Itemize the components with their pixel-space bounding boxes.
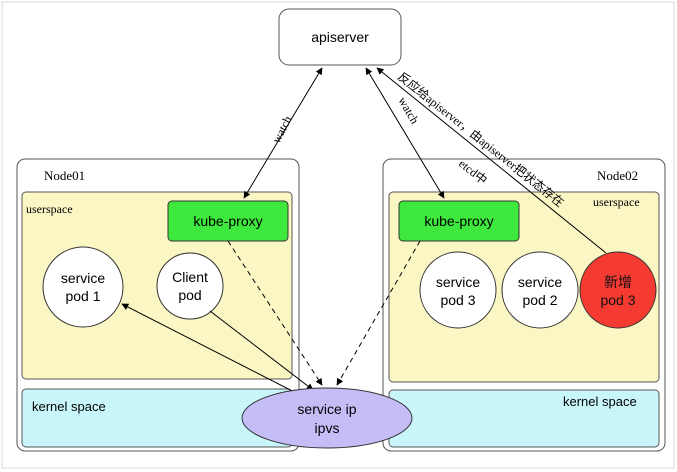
node01-userspace-label: userspace — [26, 202, 73, 216]
service-pod-3-line1: service — [436, 274, 481, 290]
apiserver-label: apiserver — [311, 29, 369, 45]
node01-proxy-to-ipvs — [227, 240, 323, 386]
node02-kube-proxy-label: kube-proxy — [424, 213, 493, 229]
client-pod — [156, 252, 224, 320]
watch-label-right: watch — [395, 95, 421, 127]
node01-title: Node01 — [44, 168, 85, 183]
service-pod-3 — [419, 251, 497, 329]
ipvs-ellipse — [241, 387, 413, 449]
service-pod-2-line1: service — [518, 274, 563, 290]
service-pod-3-line2: pod 3 — [440, 292, 475, 308]
service-pod-2-line2: pod 2 — [522, 292, 557, 308]
node02-proxy-to-ipvs — [336, 240, 421, 386]
ipvs-to-pod1-arrow — [121, 303, 307, 399]
node01-kernel-label: kernel space — [32, 399, 106, 414]
service-pod-2 — [501, 251, 579, 329]
ipvs-line1: service ip — [297, 401, 356, 417]
service-pod-1 — [42, 246, 124, 328]
new-pod-3-line1: 新增 — [604, 274, 632, 290]
service-pod-1-line2: pod 1 — [65, 288, 100, 304]
client-pod-line2: pod — [178, 287, 201, 303]
node02-kube-proxy — [398, 200, 520, 242]
node02-kernel-label: kernel space — [563, 394, 637, 409]
feedback-arrow — [376, 67, 607, 254]
new-pod-3-line2: pod 3 — [600, 292, 635, 308]
service-pod-1-line1: service — [61, 270, 106, 286]
watch-arrow-node01 — [243, 67, 323, 199]
client-pod-line1: Client — [172, 269, 208, 285]
watch-arrow-node02 — [365, 67, 445, 199]
watch-label-left: watch — [269, 113, 294, 145]
node01-kube-proxy-label: kube-proxy — [193, 213, 262, 229]
client-to-ipvs-arrow — [209, 310, 314, 391]
apiserver-box — [278, 8, 402, 66]
node02-userspace-label: userspace — [593, 195, 640, 209]
new-pod-3 — [579, 251, 657, 329]
ipvs-line2: ipvs — [315, 420, 340, 436]
node02-title: Node02 — [597, 168, 638, 183]
